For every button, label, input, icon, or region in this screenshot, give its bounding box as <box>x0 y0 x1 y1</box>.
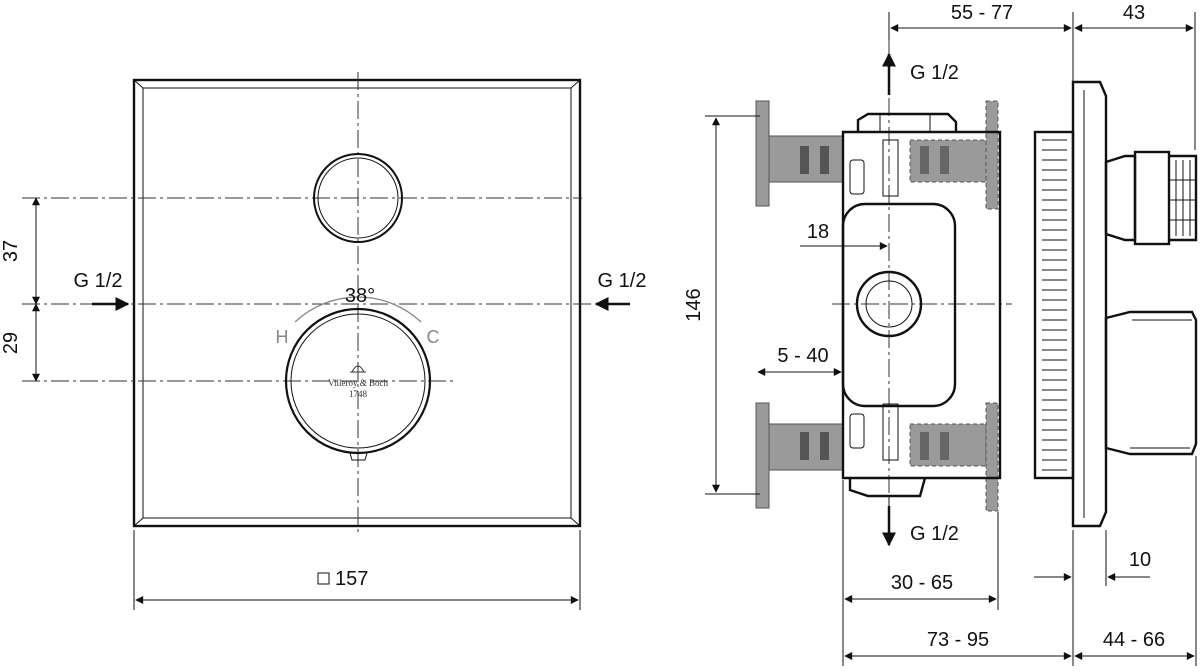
top-outlet-label: G 1/2 <box>910 62 959 84</box>
hot-label: H <box>276 327 289 347</box>
square-symbol <box>317 572 330 585</box>
dim-43: 43 <box>1123 2 1145 24</box>
cold-label: C <box>427 327 440 347</box>
side-button <box>1104 154 1137 242</box>
right-inlet-label: G 1/2 <box>598 270 647 292</box>
dim-30-65: 30 - 65 <box>891 572 953 594</box>
thermostat-knob <box>284 307 432 455</box>
front-view: 38° H C Villeroy & Boch 1748 G 1/2 G 1/2… <box>0 72 646 610</box>
dim-5-40: 5 - 40 <box>777 345 828 367</box>
angle-label: 38° <box>345 285 375 307</box>
dim-29: 29 <box>0 332 22 354</box>
brand-logo: Villeroy & Boch 1748 <box>328 362 388 399</box>
inner-port-outer <box>855 270 923 338</box>
dim-10: 10 <box>1129 549 1151 571</box>
side-cover-plate <box>1071 80 1108 528</box>
cover-plate-inner <box>142 87 572 519</box>
dim-55-77: 55 - 77 <box>951 2 1013 24</box>
dim-44-66: 44 - 66 <box>1103 629 1165 651</box>
dim-37: 37 <box>0 240 22 262</box>
side-thermostat-knob <box>1104 310 1198 456</box>
side-view: 55 - 77 43 G 1/2 <box>683 2 1198 666</box>
dim-18: 18 <box>807 221 829 243</box>
inner-chamber <box>841 202 957 408</box>
brand-year: 1748 <box>349 389 368 399</box>
bottom-outlet-label: G 1/2 <box>910 523 959 545</box>
upper-left-pipe-flange <box>755 100 770 207</box>
upper-button <box>313 153 403 243</box>
dim-width: 157 <box>335 568 368 590</box>
left-inlet-label: G 1/2 <box>74 270 123 292</box>
threaded-section <box>1033 130 1075 480</box>
dim-73-95: 73 - 95 <box>927 629 989 651</box>
lower-left-pipe-flange <box>755 402 770 509</box>
dim-146: 146 <box>683 288 705 321</box>
cover-plate <box>132 78 582 528</box>
angle-arc <box>294 296 422 323</box>
brand-label: Villeroy & Boch <box>328 378 388 388</box>
